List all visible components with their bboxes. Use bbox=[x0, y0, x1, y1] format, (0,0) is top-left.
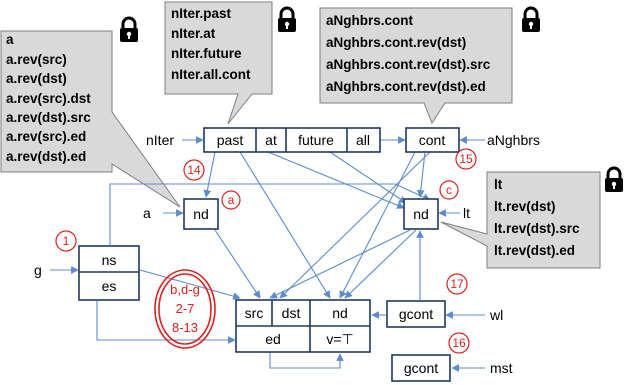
callout-right-top-line: aNghbrs.cont.rev(dst).ed bbox=[326, 79, 486, 94]
svg-text:16: 16 bbox=[452, 336, 466, 350]
nd-a-label: nd bbox=[193, 206, 209, 222]
badge-c: c bbox=[439, 180, 459, 200]
gcont-label: gcont bbox=[399, 306, 433, 322]
label-niter: nIter bbox=[146, 132, 174, 148]
step-note: b,d-g 2-7 8-13 bbox=[154, 269, 216, 349]
niter-node: past at future all bbox=[203, 127, 381, 153]
lock-icon bbox=[278, 6, 296, 32]
callout-top-line: nIter.past bbox=[171, 6, 232, 21]
edge-cell-nd: nd bbox=[332, 305, 348, 321]
lock-icon bbox=[120, 16, 138, 42]
niter-cell-all: all bbox=[356, 132, 370, 148]
label-anghbrs: aNghbrs bbox=[487, 132, 540, 148]
badge-17: 17 bbox=[446, 273, 468, 295]
callout-left-line: a.rev(src).dst bbox=[6, 91, 91, 106]
nd-c-label: nd bbox=[413, 206, 429, 222]
badge-a: a bbox=[221, 190, 241, 210]
edge-cell-v: v=⊤ bbox=[326, 331, 353, 347]
callout-left-line: a bbox=[6, 32, 14, 47]
ns-label: ns bbox=[102, 252, 117, 268]
callout-right-top-line: aNghbrs.cont.rev(dst) bbox=[326, 35, 466, 50]
callout-top-line: nIter.at bbox=[171, 26, 216, 41]
callout-right-top-line: aNghbrs.cont.rev(dst).src bbox=[326, 57, 491, 72]
graph-node: ns es bbox=[78, 245, 140, 301]
svg-text:17: 17 bbox=[450, 277, 464, 291]
label-mst: mst bbox=[490, 360, 513, 376]
gcont-2-label: gcont bbox=[404, 360, 438, 376]
lock-icon bbox=[522, 6, 540, 32]
lock-icon bbox=[605, 166, 623, 192]
edge-cell-dst: dst bbox=[282, 305, 301, 321]
edge-cell-src: src bbox=[245, 305, 264, 321]
step-note-line: 2-7 bbox=[176, 301, 195, 316]
callout-top: nIter.past nIter.at nIter.future nIter.a… bbox=[164, 1, 273, 125]
svg-text:1: 1 bbox=[63, 234, 70, 248]
step-note-line: 8-13 bbox=[172, 320, 198, 335]
callout-right-mid-line: lt.rev(dst).src bbox=[494, 221, 580, 236]
callout-left: a a.rev(src) a.rev(dst) a.rev(src).dst a… bbox=[0, 30, 181, 208]
badge-1: 1 bbox=[55, 230, 77, 252]
badge-14: 14 bbox=[183, 159, 205, 181]
label-g: g bbox=[34, 262, 42, 278]
edge-cell-ed: ed bbox=[265, 331, 281, 347]
callout-right-top-line: aNghbrs.cont bbox=[326, 13, 414, 28]
svg-text:15: 15 bbox=[459, 152, 473, 166]
niter-cell-past: past bbox=[217, 132, 244, 148]
callout-left-line: a.rev(src) bbox=[6, 52, 67, 67]
svg-text:14: 14 bbox=[187, 163, 201, 177]
edge-node: src dst nd ed v=⊤ bbox=[235, 299, 371, 353]
callout-left-line: a.rev(dst).ed bbox=[6, 149, 86, 164]
badge-15: 15 bbox=[455, 148, 477, 170]
svg-text:c: c bbox=[446, 183, 452, 197]
callout-right-mid-line: lt bbox=[494, 177, 503, 192]
gcont-node: gcont bbox=[386, 300, 446, 328]
callout-left-line: a.rev(dst) bbox=[6, 71, 67, 86]
nd-c-node: nd bbox=[403, 198, 439, 230]
label-lt: lt bbox=[463, 205, 470, 221]
callout-right-mid-line: lt.rev(dst) bbox=[494, 199, 556, 214]
cont-label: cont bbox=[419, 132, 446, 148]
es-label: es bbox=[102, 278, 117, 294]
callout-right-mid-line: lt.rev(dst).ed bbox=[494, 243, 575, 258]
label-wl: wl bbox=[489, 307, 503, 323]
step-note-line: b,d-g bbox=[170, 282, 200, 297]
edges bbox=[50, 136, 485, 372]
label-a: a bbox=[143, 205, 151, 221]
badge-16: 16 bbox=[448, 332, 470, 354]
callout-right-top: aNghbrs.cont aNghbrs.cont.rev(dst) aNghb… bbox=[319, 7, 513, 125]
niter-cell-future: future bbox=[298, 132, 334, 148]
callout-top-line: nIter.future bbox=[171, 46, 242, 61]
svg-text:a: a bbox=[228, 193, 235, 207]
niter-cell-at: at bbox=[265, 132, 277, 148]
callout-top-line: nIter.all.cont bbox=[171, 67, 251, 82]
cont-node: cont bbox=[405, 127, 460, 153]
callout-right-mid: lt lt.rev(dst) lt.rev(dst).src lt.rev(ds… bbox=[440, 171, 601, 269]
callout-left-line: a.rev(src).ed bbox=[6, 129, 86, 144]
gcont-node-2: gcont bbox=[391, 354, 451, 382]
callout-left-line: a.rev(dst).src bbox=[6, 110, 91, 125]
nd-a-node: nd bbox=[183, 198, 219, 230]
